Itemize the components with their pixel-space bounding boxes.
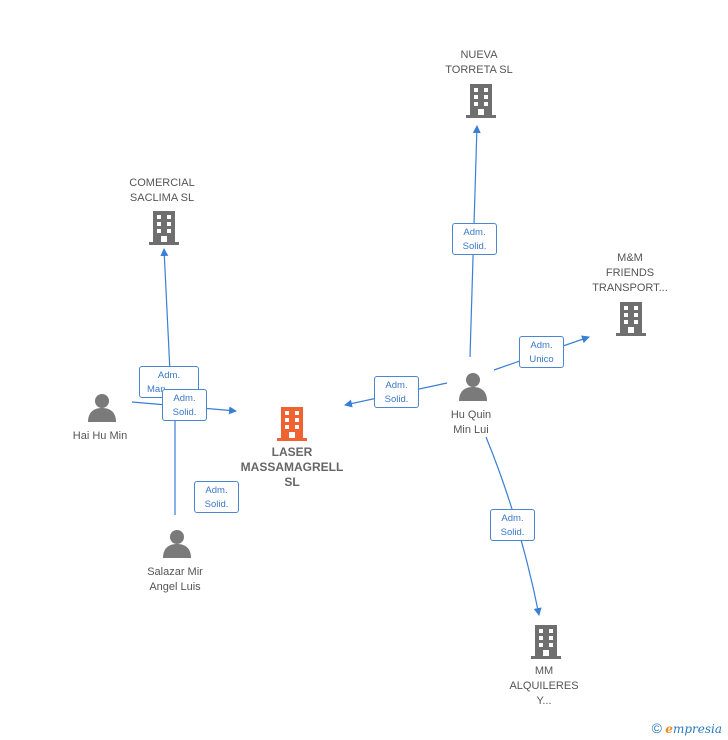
edge-label-line2: Man...: [147, 384, 174, 395]
edge-label-line1: Adm.: [157, 370, 181, 381]
edge-label-line1: Adm.: [173, 393, 196, 404]
company-label-nueva[interactable]: NUEVA TORRETA SL: [445, 49, 513, 76]
person-icon-salazar: [163, 530, 191, 558]
edge-label-line1: Adm.: [501, 513, 524, 524]
brand-logo-letter: e: [665, 722, 673, 736]
edge-label-huquin-laser[interactable]: Adm. Solid.: [374, 376, 419, 408]
edge-hai-comercial[interactable]: [160, 248, 171, 373]
company-label-laser[interactable]: LASER MASSAMAGRELL SL: [240, 445, 344, 489]
edge-label-line2: Solid.: [384, 394, 409, 405]
company-label-mm-alquileres[interactable]: MM ALQUILERES Y...: [509, 665, 579, 707]
edge-label-huquin-mmalq[interactable]: Adm. Solid.: [490, 509, 535, 541]
edge-label-line1: Adm.: [530, 340, 553, 351]
building-icon-comercial: [149, 211, 179, 245]
edge-label-line1: Adm.: [463, 227, 486, 238]
edge-label-huquin-nueva[interactable]: Adm. Solid.: [452, 223, 497, 255]
edge-label-line1: Adm.: [205, 485, 228, 496]
person-label-hu-quin[interactable]: Hu Quin Min Lui: [450, 409, 492, 436]
person-label-hai[interactable]: Hai Hu Min: [72, 430, 128, 442]
edge-label-hai-laser[interactable]: Adm. Solid.: [162, 389, 207, 421]
edge-label-line2: Unico: [529, 354, 554, 365]
person-icon-hu-quin: [459, 373, 487, 401]
edge-label-line2: Solid.: [204, 499, 229, 510]
copyright-brand: © empresia: [652, 720, 722, 736]
edge-label-line2: Solid.: [172, 407, 197, 418]
copyright-icon: ©: [651, 720, 662, 736]
edge-label-line2: Solid.: [500, 527, 525, 538]
company-label-mm-friends[interactable]: M&M FRIENDS TRANSPORT...: [592, 252, 668, 294]
edge-label-huquin-mmfriends[interactable]: Adm. Unico: [519, 336, 564, 368]
building-icon-laser: [277, 407, 307, 441]
edge-label-salazar-laser[interactable]: Adm. Solid.: [194, 481, 239, 513]
brand-logo-text: mpresia: [672, 722, 722, 736]
person-label-salazar[interactable]: Salazar Mir Angel Luis: [147, 566, 203, 593]
person-icon-hai: [88, 394, 116, 422]
building-icon-mm-alquileres: [531, 625, 561, 659]
building-icon-nueva: [466, 84, 496, 118]
building-icon-mm-friends: [616, 302, 646, 336]
company-label-comercial[interactable]: COMERCIAL SACLIMA SL: [129, 177, 195, 204]
edge-label-line2: Solid.: [462, 241, 487, 252]
edge-label-line1: Adm.: [385, 380, 408, 391]
